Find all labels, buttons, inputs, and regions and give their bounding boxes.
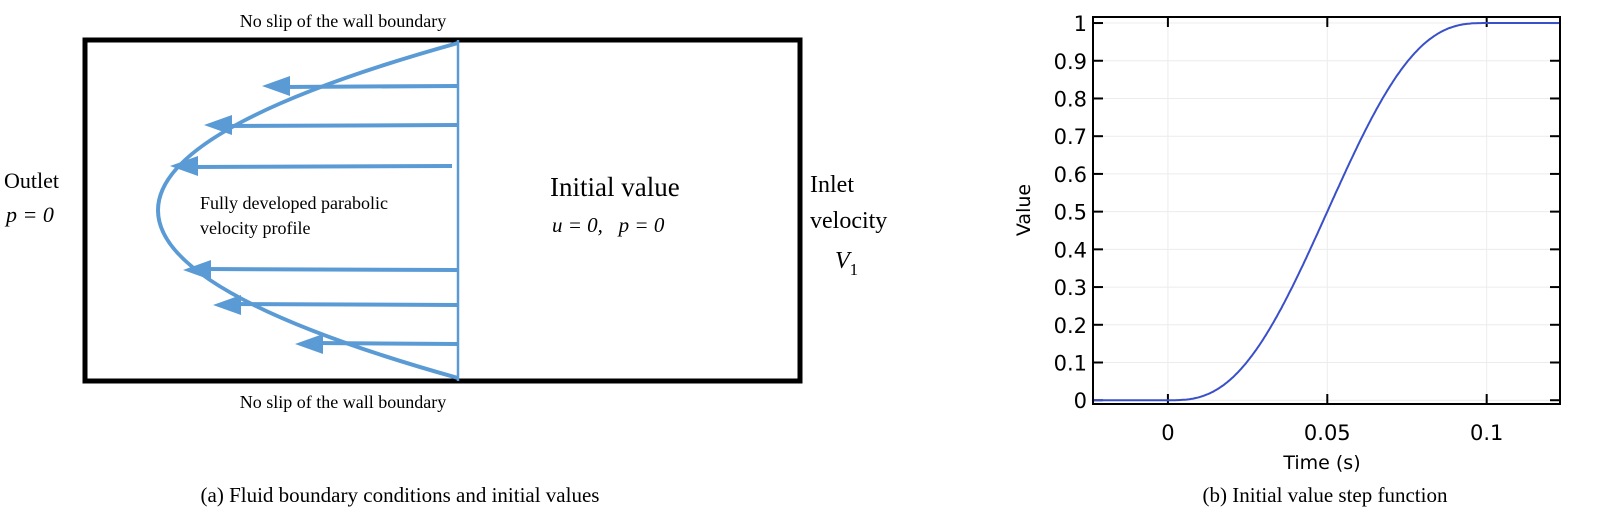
velocity-arrow-shaft [232, 302, 459, 307]
inlet-label-line1: Inlet [810, 172, 854, 198]
velocity-arrow-shaft [314, 341, 459, 346]
parabolic-profile-curve [156, 41, 459, 380]
initial-value-title: Initial value [550, 172, 680, 202]
chart-series [1093, 22, 1560, 402]
inlet-label-line2: velocity [810, 208, 887, 234]
y-tick-label: 0.9 [1054, 50, 1087, 74]
profile-label-line2: velocity profile [200, 218, 310, 238]
y-tick-label: 0.3 [1054, 276, 1087, 300]
y-tick-label: 0.6 [1054, 163, 1087, 187]
plot-frame [1092, 16, 1561, 405]
x-tick-label: 0.1 [1470, 421, 1503, 445]
velocity-arrow-head [183, 260, 211, 280]
y-tick-label: 0.4 [1054, 238, 1087, 262]
y-tick-label: 0.5 [1054, 201, 1087, 225]
boundary-diagram: No slip of the wall boundary No slip of … [4, 11, 887, 507]
chart-grid [1093, 17, 1560, 404]
x-axis-label: Time (s) [1282, 452, 1360, 474]
bottom-wall-label: No slip of the wall boundary [240, 392, 446, 412]
y-tick-label: 0.1 [1054, 352, 1087, 376]
profile-label-line1: Fully developed parabolic [200, 193, 388, 213]
x-tick-label: 0 [1161, 421, 1174, 445]
y-tick-label: 0.8 [1054, 87, 1087, 111]
y-tick-label: 0.7 [1054, 125, 1087, 149]
caption-b: (b) Initial value step function [1203, 483, 1448, 507]
velocity-arrow-shaft [281, 84, 459, 89]
channel-wall [82, 37, 803, 384]
velocity-arrow-shaft [223, 123, 459, 128]
inlet-symbol-main: V [835, 248, 852, 274]
velocity-arrow-shaft [202, 267, 459, 272]
velocity-arrow-head [204, 115, 232, 135]
y-axis-label: Value [1013, 184, 1035, 236]
y-axis-ticks: 0 0.1 0.2 0.3 0.4 0.5 0.6 0.7 0.8 0.9 1 [1054, 12, 1560, 413]
outlet-condition: p = 0 [4, 202, 54, 227]
outlet-label: Outlet [4, 168, 59, 193]
step-function-chart: 0 0.1 0.2 0.3 0.4 0.5 0.6 0.7 0.8 0.9 1 0 0.05 0.1 T… [1013, 12, 1561, 507]
velocity-arrow-head [262, 76, 290, 96]
top-wall-label: No slip of the wall boundary [240, 11, 446, 31]
inlet-symbol: V1 [835, 248, 858, 279]
series-line-step-function [1093, 22, 1560, 402]
velocity-arrow-head [295, 334, 323, 354]
y-tick-label: 1 [1074, 12, 1087, 36]
velocity-arrows [170, 76, 459, 354]
x-tick-label: 0.05 [1304, 421, 1351, 445]
initial-value-condition: u = 0, p = 0 [552, 213, 665, 237]
velocity-arrow-shaft [189, 164, 453, 169]
y-tick-label: 0.2 [1054, 314, 1087, 338]
x-axis-ticks: 0 0.05 0.1 [1161, 17, 1503, 445]
caption-a: (a) Fluid boundary conditions and initia… [201, 483, 600, 507]
velocity-arrow-head [170, 156, 198, 176]
y-tick-label: 0 [1074, 389, 1087, 413]
inlet-symbol-subscript: 1 [850, 260, 859, 279]
velocity-arrow-head [213, 295, 241, 315]
